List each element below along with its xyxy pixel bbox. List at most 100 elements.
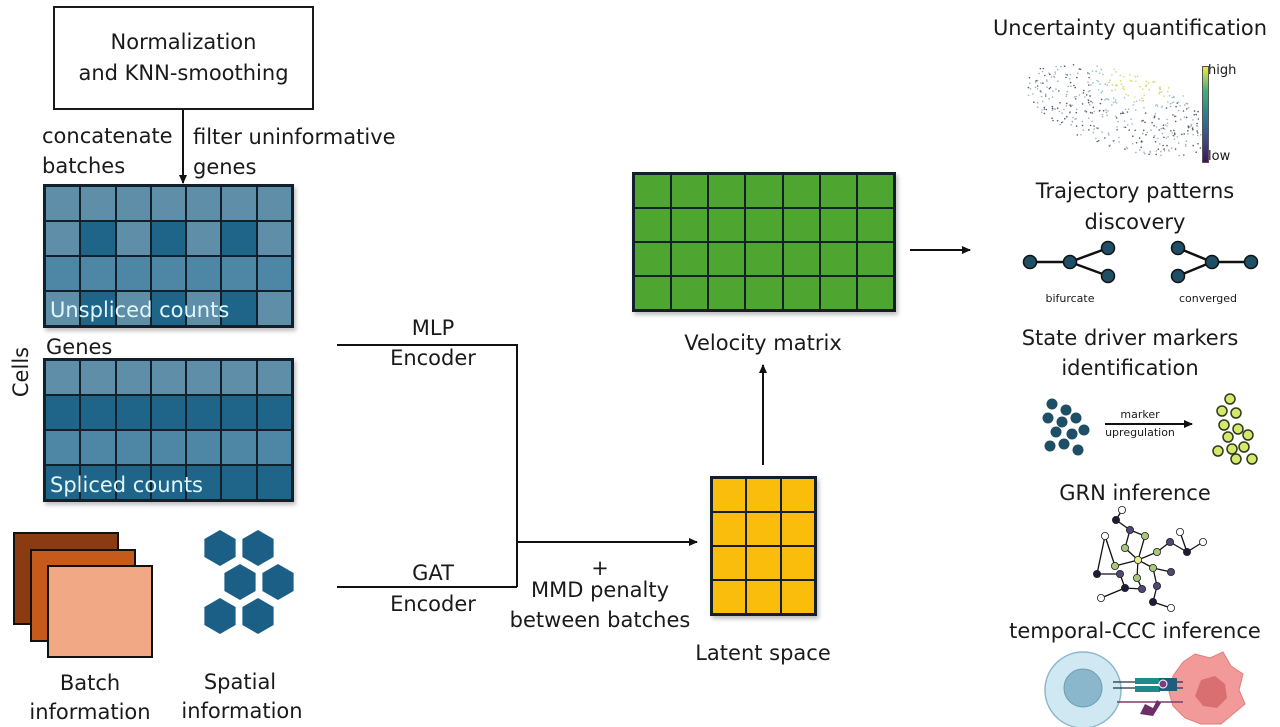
scatter-point xyxy=(1142,119,1144,122)
scatter-point xyxy=(1158,92,1160,95)
matrix-cell xyxy=(186,221,222,256)
app-markers-title-line1: State driver markers xyxy=(1021,326,1239,350)
grn-node xyxy=(1134,556,1143,565)
scatter-point xyxy=(1149,150,1151,153)
scatter-point xyxy=(1124,148,1126,150)
matrix-cell xyxy=(634,208,672,242)
scatter-point xyxy=(1043,108,1046,110)
gat-label: GAT xyxy=(412,561,454,585)
scatter-point xyxy=(1168,87,1170,89)
scatter-point xyxy=(1143,151,1145,153)
scatter-point xyxy=(1122,112,1125,114)
scatter-point xyxy=(1041,70,1044,73)
scatter-point xyxy=(1096,65,1098,67)
matrix-cell xyxy=(634,242,672,276)
scatter-point xyxy=(1054,71,1056,73)
scatter-point xyxy=(1179,105,1181,107)
scatter-point xyxy=(1046,80,1048,82)
scatter-point xyxy=(1099,102,1102,105)
scatter-point xyxy=(1039,90,1042,92)
matrix-cell xyxy=(115,465,151,500)
scatter-point xyxy=(1154,141,1157,143)
normalization-box: Normalization and KNN-smoothing xyxy=(53,6,314,110)
scatter-point xyxy=(1065,95,1068,98)
cell-before xyxy=(1066,428,1078,440)
scatter-point xyxy=(1051,105,1053,108)
scatter-point xyxy=(1169,105,1172,108)
filter-note-line1: filter uninformative xyxy=(193,125,396,149)
scatter-point xyxy=(1043,106,1046,109)
scatter-point xyxy=(1104,99,1106,101)
scatter-point xyxy=(1048,97,1050,100)
cell-after xyxy=(1246,453,1258,465)
scatter-point xyxy=(1077,72,1079,74)
scatter-point xyxy=(1149,152,1152,154)
scatter-point xyxy=(1098,72,1101,75)
bifurcate-node xyxy=(1022,254,1038,270)
scatter-point xyxy=(1142,129,1145,132)
spatial-hexagon xyxy=(204,530,236,566)
scatter-point xyxy=(1193,114,1195,116)
scatter-point xyxy=(1075,108,1078,111)
scatter-point xyxy=(1081,120,1084,123)
matrix-cell xyxy=(221,360,257,395)
scatter-point xyxy=(1040,82,1042,84)
scatter-point xyxy=(1167,136,1169,138)
matrix-cell xyxy=(712,580,747,614)
scatter-point xyxy=(1185,102,1188,105)
bifurcate-node xyxy=(1100,240,1116,256)
scatter-point xyxy=(1033,101,1035,103)
spliced-counts-label: Spliced counts xyxy=(50,473,203,497)
scatter-point xyxy=(1040,111,1043,114)
grn-node xyxy=(1110,562,1119,571)
ligand-receptor-complex xyxy=(1135,678,1160,684)
matrix-cell xyxy=(671,242,709,276)
scatter-point xyxy=(1035,79,1037,82)
scatter-point xyxy=(1154,113,1157,115)
scatter-point xyxy=(1192,133,1194,136)
scatter-point xyxy=(1104,137,1106,139)
scatter-point xyxy=(1135,151,1137,154)
matrix-cell xyxy=(256,395,292,430)
cell-after xyxy=(1222,431,1234,443)
scatter-point xyxy=(1145,84,1148,86)
scatter-point xyxy=(1069,78,1071,80)
scatter-point xyxy=(1058,110,1061,113)
scatter-point xyxy=(1145,85,1147,88)
scatter-point xyxy=(1145,80,1147,83)
matrix-cell xyxy=(745,242,783,276)
scatter-point xyxy=(1163,95,1165,97)
scatter-point xyxy=(1097,140,1100,142)
unspliced-counts-label: Unspliced counts xyxy=(50,298,230,322)
scatter-point xyxy=(1142,132,1144,135)
grn-node xyxy=(1121,584,1130,593)
app-grn-title: GRN inference xyxy=(1059,481,1211,505)
scatter-point xyxy=(1093,125,1095,127)
grn-node xyxy=(1133,574,1142,583)
scatter-point xyxy=(1109,79,1111,81)
scatter-point xyxy=(1176,136,1179,138)
matrix-cell xyxy=(819,276,857,310)
app-trajectory-title-line2: discovery xyxy=(1084,210,1186,234)
scatter-point xyxy=(1161,91,1163,93)
scatter-point xyxy=(1093,110,1095,113)
scatter-point xyxy=(1135,80,1137,83)
matrix-cell xyxy=(671,174,709,208)
scatter-point xyxy=(1106,114,1108,116)
matrix-cell xyxy=(256,465,292,500)
scatter-point xyxy=(1042,67,1045,70)
velocity-matrix-label: Velocity matrix xyxy=(684,331,842,355)
scatter-point xyxy=(1189,126,1191,128)
scatter-point xyxy=(1069,110,1071,113)
scatter-point xyxy=(1059,102,1061,104)
spatial-label-line1: Spatial xyxy=(203,670,277,694)
scatter-point xyxy=(1070,123,1072,126)
colorbar xyxy=(1202,66,1209,163)
scatter-point xyxy=(1111,84,1114,86)
scatter-point xyxy=(1186,108,1188,110)
matrix-cell xyxy=(780,546,815,580)
scatter-point xyxy=(1066,102,1068,105)
scatter-point xyxy=(1106,84,1109,86)
scatter-point xyxy=(1043,112,1046,115)
scatter-point xyxy=(1089,95,1091,97)
